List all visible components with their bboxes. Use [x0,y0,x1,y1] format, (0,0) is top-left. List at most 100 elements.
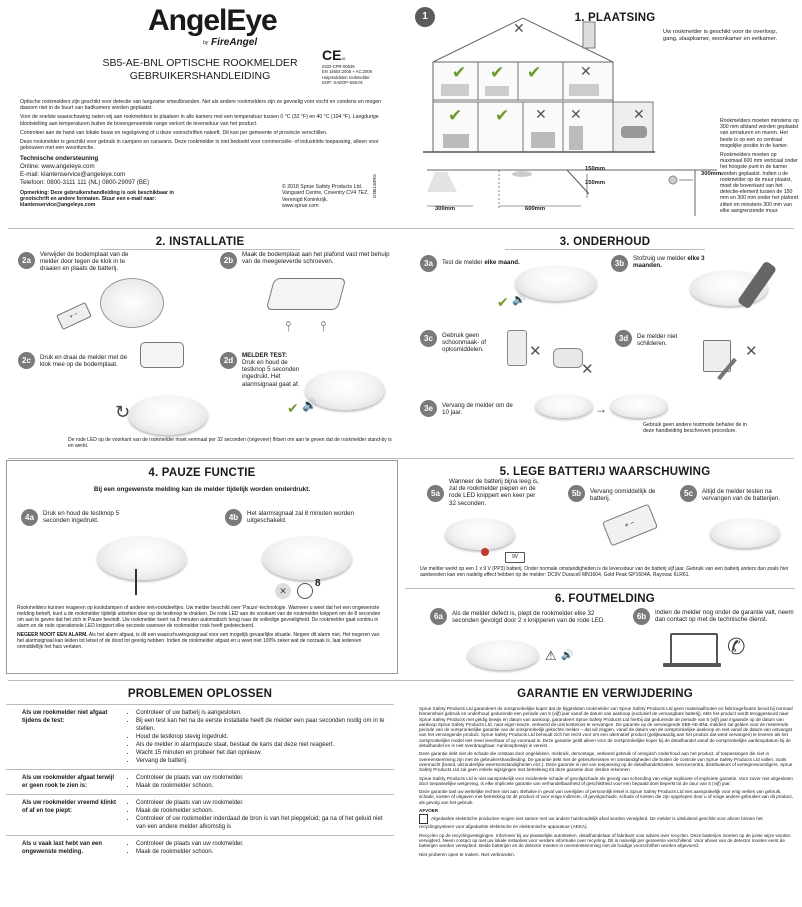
step-text: Als de melder defect is, piept de rookme… [452,610,606,625]
step-badge: 3c [420,330,437,347]
step-text-bold: elke maand. [484,259,520,266]
problem-question: Als uw rookmelder vreemd klinkt of af en… [6,794,122,836]
dim-300-left: 300mm [435,206,455,212]
step-text: Het alarmsignaal zal 8 minuten worden ui… [247,510,354,525]
support-online[interactable]: Online: www.angeleye.com [20,163,95,170]
doc-title-line2: GEBRUIKERSHANDLEIDING [129,70,271,82]
step-text-bold: elke 3 maanden. [633,255,705,270]
step-text: Druk en houd de testknop 5 seconden inge… [43,510,120,525]
timer-icon [297,583,313,599]
step-text: Druk en draai de melder met de klok mee … [40,354,128,369]
divider [8,680,794,681]
speaker-icon: 🔊 [302,398,317,412]
table-row: Als uw rookmelder afgaat terwijl er geen… [6,769,394,795]
detector-image [535,394,593,418]
header-section: AngelEye by FireAngel SB5-AE-BNL OPTISCH… [0,0,400,228]
detector-image [128,395,208,435]
detector-image [445,518,515,550]
support-phone: Telefoon: 0800-3111 111 (NL) 0800-29097 … [20,179,150,186]
pauze-warning: Als het alarm afgaat, is dit een waarsch… [17,632,380,650]
problem-question: Als uw rookmelder afgaat terwijl er geen… [6,769,122,795]
copyright-website[interactable]: www.sprue.com [282,202,319,209]
garantie-paragraph: Deze garantie dekt niet de schade die on… [419,751,793,773]
plaatsing-rule: Rookmelders moeten op maximaal 600 mm ve… [720,152,798,214]
step-text: Gebruik geen schoonmaak- of oplosmiddele… [442,332,487,354]
battery-icon: + − [601,503,659,547]
support-email[interactable]: E-mail: klantenservice@angeleye.com [20,171,126,178]
intro-paragraph: Optische rookmelders zijn geschikt voor … [20,99,382,112]
divider [8,458,794,459]
battery-icon: + − [56,301,92,331]
step-text: Druk en houd de testknop 5 seconden inge… [242,359,300,388]
step-badge: 5c [680,485,697,502]
accessibility-note: Opmerking: Deze gebruikershandleiding is… [20,190,174,209]
garantie-paragraph: Sprue Safety Products Ltd is niet aanspr… [419,775,793,786]
problem-solution: Maak de rookmelder schoon. [136,848,390,856]
step-badge: 2a [18,252,35,269]
dim-150-bottom: 150mm [585,180,605,186]
detector-image [610,394,668,418]
problem-solution: Vervang de batterij. [136,757,390,765]
problem-solution: Als de melder in alarmpauze staat, besta… [136,741,390,749]
detector-image [467,640,539,670]
intro-paragraph: Deze rookmelder is geschikt voor gebruik… [20,139,379,152]
mute-icon: ✕ [275,583,291,599]
step-text: Wanneer de batterij bijna leeg is, zal d… [449,478,539,507]
afvoer-paragraph: Afgedankte elektrische producten mogen n… [419,816,763,830]
cross-icon: ✕ [580,63,592,79]
section-title: PROBLEMEN OPLOSSEN [127,688,273,700]
section-onderhoud: 3. ONDERHOUD 3a Test de melder elke maan… [405,230,802,458]
ce-line: Hulpmiddelen rookmelder [322,74,370,80]
doc-title-line1: SB5-AE-BNL OPTISCHE ROOKMELDER [102,57,298,69]
distance-diagram [427,169,717,216]
step-badge: 3d [615,330,632,347]
section-title: 5. LEGE BATTERIJ WAARSCHUWING [499,466,711,478]
plaatsing-description: Uw rookmelder is geschikt voor de overlo… [663,29,778,43]
problem-solution: Controleer de plaats van uw rookmelder. [136,799,390,807]
installatie-footer: De rode LED op de voorkant van de rookme… [68,437,392,450]
problem-question: Als u vaak last hebt van een ongewenste … [6,835,122,860]
step-badge: 6b [633,608,650,625]
copyright-line: Verenigd Koninkrijk. [282,196,328,203]
cross-icon: ✕ [633,106,645,122]
section-title: 1. PLAATSING [574,12,656,24]
problem-solution: Bij een test kan het na de eerste instal… [136,717,390,733]
detector-image [262,536,352,580]
cross-icon: ✕ [513,20,525,36]
warning-icon: ⚠ [545,648,557,663]
troubleshoot-table: Als uw rookmelder niet afgaat tijdens de… [6,704,394,860]
table-row: Als uw rookmelder vreemd klinkt of af en… [6,794,394,836]
section-pauze: 4. PAUZE FUNCTIE Bij een ongewenste meld… [6,460,398,674]
step-badge: 4b [225,509,242,526]
step-text: Maak de bodemplaat aan het plafond vast … [242,251,390,266]
garantie-paragraph: Deze garantie tast uw wettelijke rechten… [419,789,793,805]
step-text: Stofzuig uw melder [633,255,688,262]
ce-line: EN 14604:2005 + AC:2008 [322,69,372,75]
section-garantie: GARANTIE EN VERWIJDERING Sprue Safety Pr… [405,682,802,907]
problem-question: Als uw rookmelder niet afgaat tijdens de… [6,704,122,770]
section-title: 4. PAUZE FUNCTIE [148,467,256,479]
step-text: Altijd de melder testen na vervangen van… [702,488,781,503]
timer-minutes: 8 [315,578,321,589]
ce-line: 0333-CPR-00549 [322,64,355,69]
brand-by: by [203,40,209,46]
cross-icon: ✕ [535,106,547,122]
afvoer-title: AFVOER [419,808,439,814]
detector-image [305,370,385,410]
check-icon: ✔ [495,106,510,125]
step-badge: 2b [220,252,237,269]
problem-solution: Controleer of uw batterij is aangesloten… [136,709,390,717]
press-arrow [135,569,137,595]
check-icon: ✔ [448,106,463,125]
brand-logo: AngelEye [148,4,278,37]
detector-image [515,265,597,301]
speaker-icon: 🔊 [561,650,574,661]
pauze-body: Rookmelders kunnen reageren op kookdampe… [17,605,381,629]
detector-base-image [100,278,164,328]
check-icon: ✔ [490,63,505,82]
step-text: Vervang onmiddellijk de batterij. [590,488,656,503]
plaatsing-rule: Rookmelders moeten minstens op 300 mm af… [720,118,799,149]
problem-solution: Maak de rookmelder schoon. [136,782,390,790]
screw-icon: ⫯ [285,318,292,334]
section-plaatsing: 1 1. PLAATSING Uw rookmelder is geschikt… [405,0,802,228]
